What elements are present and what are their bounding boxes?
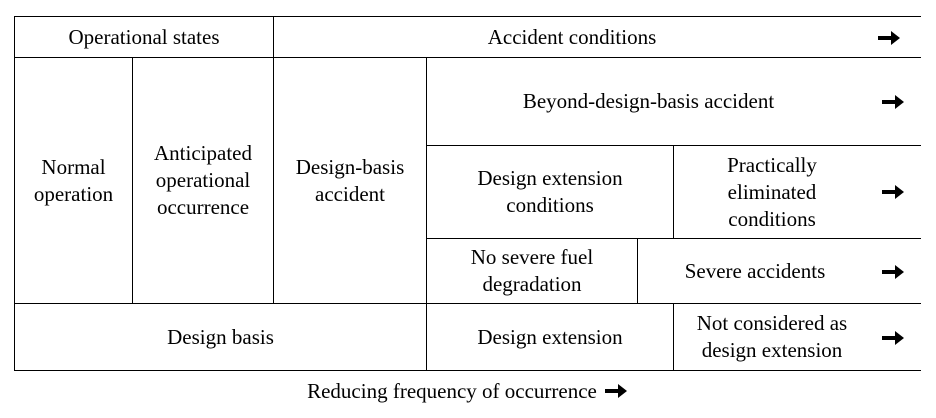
design-basis-accident-cell: Design-basis accident [295,154,405,206]
arrow-right-icon [880,182,906,202]
no-severe-fuel-cell: No severe fuel degradation [470,245,594,296]
col-divider-1 [132,57,133,304]
design-basis-cell: Design basis [167,324,274,349]
design-extension-conditions-cell: Design extension conditions [477,166,623,217]
accident-conditions-header: Accident conditions [487,24,657,49]
arrow-right-icon [603,381,629,401]
arrow-right-icon [880,262,906,282]
table-border-left [14,16,15,371]
arrow-right-icon [880,92,906,112]
anticipated-occurrence-cell: Anticipated operational occurrence [154,141,252,219]
frequency-caption-text: Reducing frequency of occurrence [307,378,597,403]
frequency-caption: Reducing frequency of occurrence [0,376,936,406]
table-border-bottom [14,370,921,371]
severe-accidents-cell: Severe accidents [684,258,826,283]
not-considered-cell: Not considered as design extension [696,311,848,362]
operational-states-header: Operational states [68,24,220,49]
col-divider-4 [673,145,674,239]
header-divider [14,57,921,58]
col-divider-2 [273,16,274,304]
practically-eliminated-cell: Practically eliminated conditions [727,152,817,231]
col-divider-3 [426,57,427,371]
bottom-row-divider [14,303,921,304]
beyond-design-basis-cell: Beyond-design-basis accident [522,89,775,113]
arrow-right-icon [880,328,906,348]
design-extension-cell: Design extension [477,324,623,349]
col-divider-6 [673,303,674,371]
table-border-top [14,16,921,17]
arrow-right-icon [876,28,902,48]
normal-operation-cell: Normal operation [33,154,114,206]
col-divider-5 [637,238,638,304]
